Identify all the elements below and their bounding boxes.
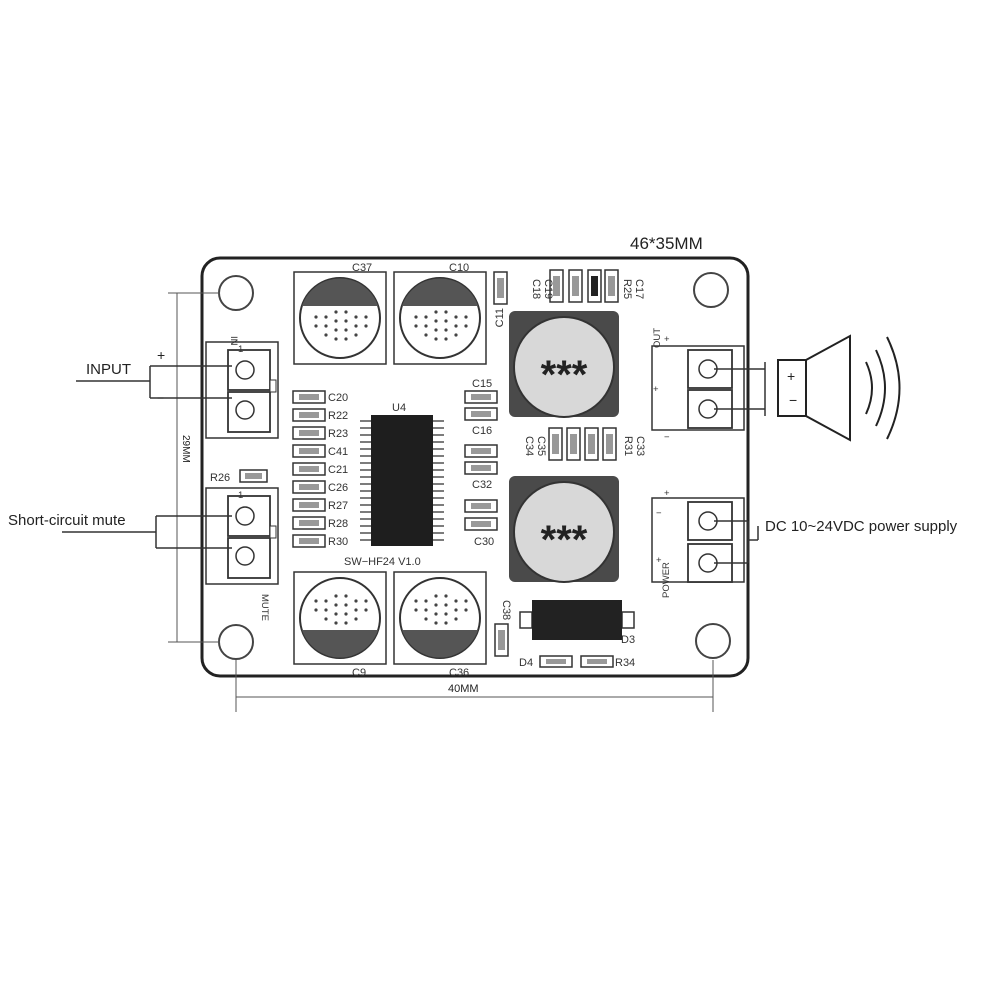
speaker-minus-mark: − [789, 392, 797, 408]
mute-pin1-mark: 1 [238, 490, 243, 501]
c19-label: C19 [542, 279, 554, 299]
inductor-top-stars: *** [541, 353, 588, 397]
capacitor-c38 [494, 623, 509, 657]
capacitor-c11 [493, 271, 508, 305]
mounting-hole-top-right [693, 272, 729, 308]
out-minus-mark: − [664, 432, 670, 443]
right-smd-column [464, 390, 498, 531]
capacitor-c9 [293, 571, 387, 665]
board-version-label: SW−HF24 V1.0 [344, 556, 421, 568]
r30-label: R30 [328, 536, 348, 548]
mounting-hole-top-left [218, 275, 254, 311]
c33-label: C33 [634, 436, 646, 456]
input-label: INPUT [86, 361, 131, 378]
r26-label: R26 [210, 472, 230, 484]
resistor-r26 [239, 469, 268, 483]
inductor-bottom-stars: *** [541, 518, 588, 562]
mounting-hole-bottom-left [218, 624, 254, 660]
c20-label: C20 [328, 392, 348, 404]
power-plus-mark: + [656, 555, 662, 566]
output-terminal [651, 345, 745, 431]
mute-wires [62, 515, 232, 549]
ic-u4 [360, 415, 444, 546]
mounting-hole-bottom-right [695, 623, 731, 659]
inductor-bottom [509, 476, 619, 583]
left-smd-column [292, 390, 326, 548]
c16-label: C16 [472, 425, 492, 437]
input-pin1-mark: 1 [238, 344, 243, 355]
mute-label: Short-circuit mute [8, 512, 126, 529]
inductor-top [509, 311, 619, 418]
c9-label: C9 [352, 667, 366, 679]
c11-label: C11 [494, 308, 506, 327]
c38-label: C38 [500, 600, 512, 620]
d3-label: D3 [621, 634, 635, 646]
r31-label: R31 [622, 436, 634, 456]
diode-d3 [519, 600, 635, 640]
c10-label: C10 [449, 262, 469, 274]
width-dimension-label: 40MM [448, 683, 479, 695]
c36-label: C36 [449, 667, 469, 679]
input-plus-mark: + [157, 347, 165, 363]
power-terminal [651, 497, 745, 583]
power-supply-label: DC 10~24VDC power supply [765, 518, 958, 535]
power-silk-label: POWER [661, 562, 672, 598]
c21-label: C21 [328, 464, 348, 476]
r34-label: R34 [615, 657, 635, 669]
bottom-smd [539, 655, 614, 668]
out-plus-mark: + [653, 384, 659, 395]
c18-label: C18 [530, 279, 542, 299]
speaker-icon [777, 334, 901, 442]
out-silk-label: OUT [652, 328, 663, 348]
c37-label: C37 [352, 262, 372, 274]
c35-label: C35 [535, 436, 547, 456]
height-dimension [168, 292, 220, 643]
c34-label: C34 [523, 436, 535, 456]
c15-label: C15 [472, 378, 492, 390]
mute-silk-label: MUTE [259, 594, 270, 621]
input-wires [76, 365, 232, 399]
mounting-holes [218, 272, 731, 660]
power-minus-mark: − [656, 508, 662, 519]
r23-label: R23 [328, 428, 348, 440]
c32-label: C32 [472, 479, 492, 491]
board-size-label: 46*35MM [630, 234, 703, 253]
r25-label: R25 [621, 279, 633, 299]
r22-label: R22 [328, 410, 348, 422]
input-terminal [205, 341, 279, 439]
power-wires [714, 520, 759, 564]
input-silk-label: IN [228, 336, 239, 346]
r27-label: R27 [328, 500, 348, 512]
input-minus-mark: − [157, 391, 164, 405]
speaker-wires [714, 362, 766, 416]
capacitor-c37 [293, 271, 387, 365]
capacitor-c10 [393, 271, 487, 365]
top-row-smd [549, 269, 619, 303]
c30-label: C30 [474, 536, 494, 548]
mid-row-smd [548, 427, 617, 461]
height-dimension-label: 29MM [180, 435, 191, 463]
d4-label: D4 [519, 657, 533, 669]
c17-label: C17 [633, 279, 645, 299]
capacitor-c36 [393, 571, 487, 665]
power-plus-mark-top: + [664, 488, 670, 499]
speaker-plus-mark: + [787, 368, 795, 384]
u4-label: U4 [392, 402, 406, 414]
out-plus-mark-top: + [664, 334, 670, 345]
c26-label: C26 [328, 482, 348, 494]
c41-label: C41 [328, 446, 348, 458]
width-dimension [235, 660, 714, 712]
mute-terminal [205, 487, 279, 585]
r28-label: R28 [328, 518, 348, 530]
